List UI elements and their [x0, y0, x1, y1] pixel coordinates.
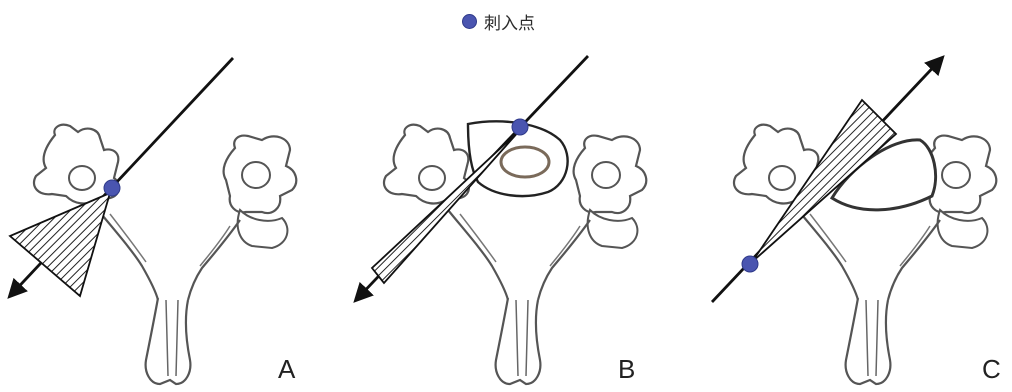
entry-point-b [512, 119, 528, 135]
panel-label-a: A [278, 354, 295, 385]
panel-b [356, 56, 646, 384]
entry-point-marker-icon [462, 14, 477, 29]
legend-label: 刺入点 [484, 9, 535, 34]
legend: 刺入点 [462, 10, 535, 32]
entry-point-c [742, 256, 758, 272]
target-ellipse-b [501, 147, 549, 177]
panel-c [712, 58, 996, 384]
panel-label-b: B [618, 354, 635, 385]
entry-point-a [104, 180, 120, 196]
panel-label-c: C [982, 354, 1001, 385]
panel-a [10, 58, 296, 384]
